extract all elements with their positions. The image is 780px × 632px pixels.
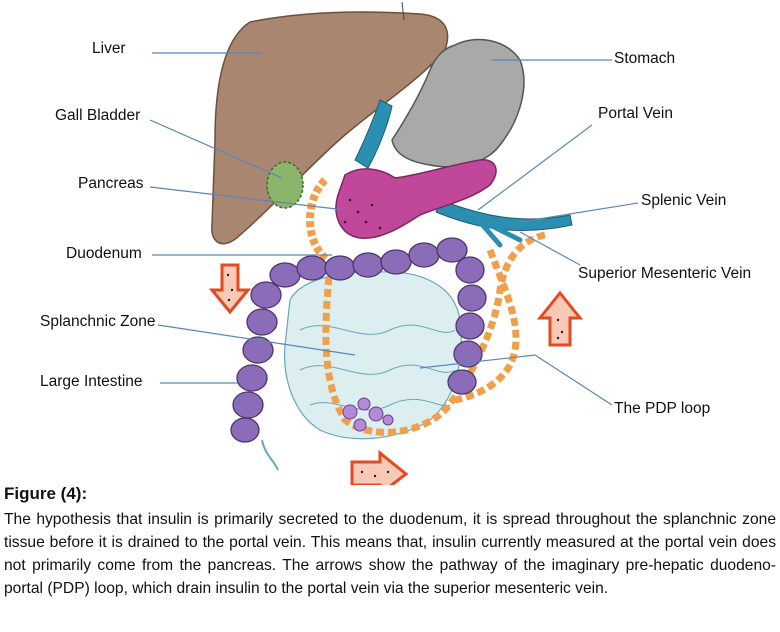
caption-title: Figure (4):	[4, 484, 88, 503]
splenic-vein-shape	[435, 199, 573, 232]
label-superior-mesenteric-vein: Superior Mesenteric Vein	[578, 265, 752, 282]
label-large-intestine: Large Intestine	[40, 373, 143, 390]
label-liver: Liver	[92, 40, 126, 57]
down-arrow	[208, 263, 252, 315]
leader-lines	[149, 52, 639, 406]
duodenum-shape	[306, 177, 403, 273]
label-pancreas: Pancreas	[78, 175, 144, 192]
figure-caption: Figure (4): The hypothesis that insulin …	[4, 484, 776, 600]
gall-bladder-shape	[266, 161, 304, 209]
label-pdp-loop: The PDP loop	[614, 400, 711, 417]
pancreas-shape	[335, 159, 497, 239]
portal-vein-shape	[354, 99, 393, 169]
large-intestine-shape	[230, 237, 487, 443]
label-gall-bladder: Gall Bladder	[55, 107, 141, 124]
right-arrow	[350, 449, 409, 485]
up-arrow	[536, 290, 584, 347]
label-splenic-vein: Splenic Vein	[641, 192, 727, 209]
anatomy-diagram	[149, 1, 639, 485]
caption-text: The hypothesis that insulin is primarily…	[4, 511, 776, 597]
label-splanchnic-zone: Splanchnic Zone	[40, 313, 156, 330]
label-duodenum: Duodenum	[66, 245, 142, 262]
label-stomach: Stomach	[614, 50, 676, 67]
label-portal-vein: Portal Vein	[598, 105, 673, 122]
